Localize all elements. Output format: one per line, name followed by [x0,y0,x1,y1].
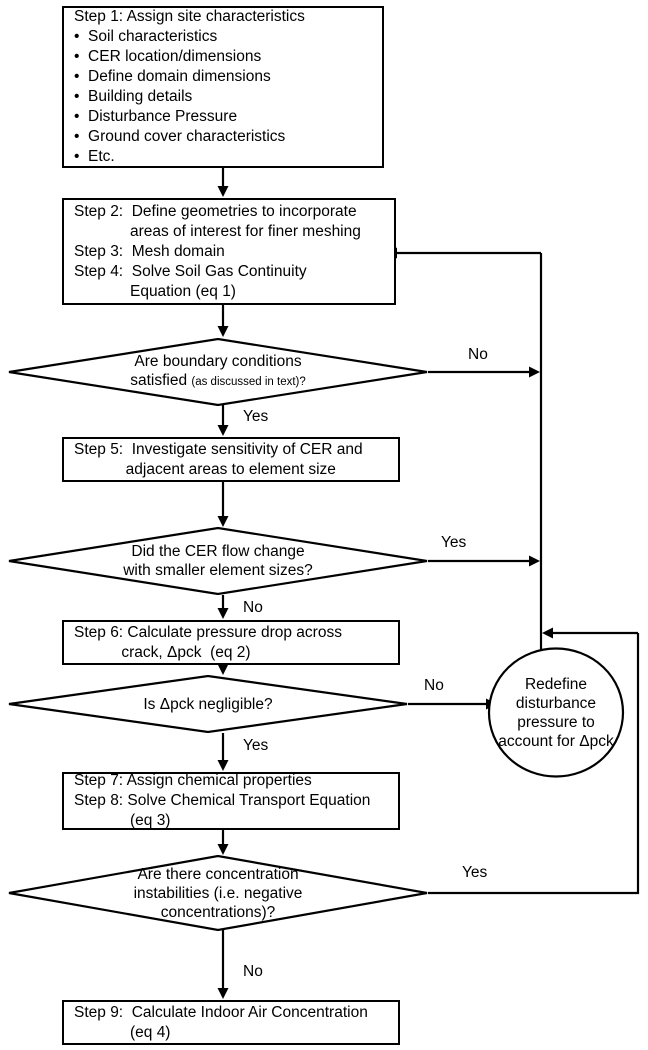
edge-label-conc-yes: Yes [462,864,488,881]
step-1-bullet-list: • Soil characteristics • CER location/di… [74,27,382,167]
step-6-line-2: crack, Δpck (eq 2) [74,643,251,661]
diamond-shape [8,855,428,931]
decision-cer-line-2: with smaller element sizes? [123,562,313,579]
decision-conc-line-2: instabilities (i.e. negative [133,884,303,902]
node-step-5[interactable]: Step 5: Investigate sensitivity of CER a… [62,437,400,482]
list-item: • Define domain dimensions [74,68,271,85]
step-2-line-1: Step 2: Define geometries to incorporate [74,202,357,220]
node-step-6[interactable]: Step 6: Calculate pressure drop across c… [62,620,400,665]
diamond-shape [8,338,428,406]
edge-label-conc-no: No [243,963,263,980]
list-item: • CER location/dimensions [74,48,262,65]
edge-label-boundary-yes: Yes [243,408,269,425]
step-7-line: Step 7: Assign chemical properties [74,772,312,789]
step-8-line-1: Step 8: Solve Chemical Transport Equatio… [74,792,371,809]
step-1-heading: Step 1: Assign site characteristics [74,8,305,25]
edge-conc-yes [428,633,640,895]
decision-conc-line-3: concentrations)? [160,903,276,921]
decision-boundary-line-2-main: satisfied [130,372,192,389]
edge-label-dpck-yes: Yes [243,737,269,754]
list-item: • Building details [74,88,193,105]
decision-boundary-text: Are boundary conditions satisfied (as di… [8,338,428,406]
decision-conc-line-1: Are there concentration [137,865,299,883]
node-decision-concentration-instabilities[interactable]: Are there concentration instabilities (i… [8,855,428,931]
node-redefine-disturbance-pressure[interactable]: Redefine disturbance pressure to account… [487,647,625,778]
decision-dpck-line-1: Is Δpck negligible? [143,695,273,713]
redefine-line-2: disturbance [515,694,597,712]
edge-label-dpck-no: No [424,677,444,694]
step-4-line-2: Equation (eq 1) [74,282,236,300]
node-decision-dpck-negligible[interactable]: Is Δpck negligible? [8,675,408,733]
diamond-shape [8,527,428,595]
step-9-line-1: Step 9: Calculate Indoor Air Concentrati… [74,1003,368,1021]
node-step-1[interactable]: Step 1: Assign site characteristics • So… [62,6,384,168]
step-3-line: Step 3: Mesh domain [74,242,225,260]
node-step-7-8[interactable]: Step 7: Assign chemical properties Step … [62,772,400,830]
node-decision-cer-flow[interactable]: Did the CER flow change with smaller ele… [8,527,428,595]
edge-label-cer-no: No [243,599,263,616]
redefine-line-4: account for Δpck [498,732,614,750]
redefine-line-3: pressure to [517,713,595,731]
redefine-text: Redefine disturbance pressure to account… [487,647,625,778]
step-5-line-1: Step 5: Investigate sensitivity of CER a… [74,440,363,458]
step-6-line-1: Step 6: Calculate pressure drop across [74,623,342,641]
decision-boundary-line-2: satisfied (as discussed in text)? [130,371,306,392]
list-item: • Ground cover characteristics [74,128,286,145]
step-9-line-2: (eq 4) [74,1023,171,1041]
decision-cer-line-1: Did the CER flow change [131,543,305,560]
decision-boundary-line-1: Are boundary conditions [134,353,302,370]
step-8-line-2: (eq 3) [74,812,171,829]
list-item: • Soil characteristics [74,28,218,45]
edge-label-boundary-no: No [468,346,488,363]
decision-boundary-line-2-small: (as discussed in text)? [191,376,306,388]
decision-dpck-text: Is Δpck negligible? [8,675,408,733]
list-item: • Etc. [74,148,115,165]
step-2-line-2: areas of interest for finer meshing [74,222,361,240]
edge-label-cer-yes: Yes [441,534,467,551]
node-step-2-3-4[interactable]: Step 2: Define geometries to incorporate… [62,198,396,305]
step-4-line-1: Step 4: Solve Soil Gas Continuity [74,262,307,280]
list-item: • Disturbance Pressure [74,108,238,125]
redefine-line-1: Redefine [524,675,588,693]
node-step-9[interactable]: Step 9: Calculate Indoor Air Concentrati… [62,1000,400,1045]
diamond-shape [8,675,408,733]
step-5-line-2: adjacent areas to element size [74,460,336,478]
decision-cer-text: Did the CER flow change with smaller ele… [8,527,428,595]
node-decision-boundary-conditions[interactable]: Are boundary conditions satisfied (as di… [8,338,428,406]
ellipse-shape [487,647,625,778]
decision-conc-text: Are there concentration instabilities (i… [8,855,428,931]
